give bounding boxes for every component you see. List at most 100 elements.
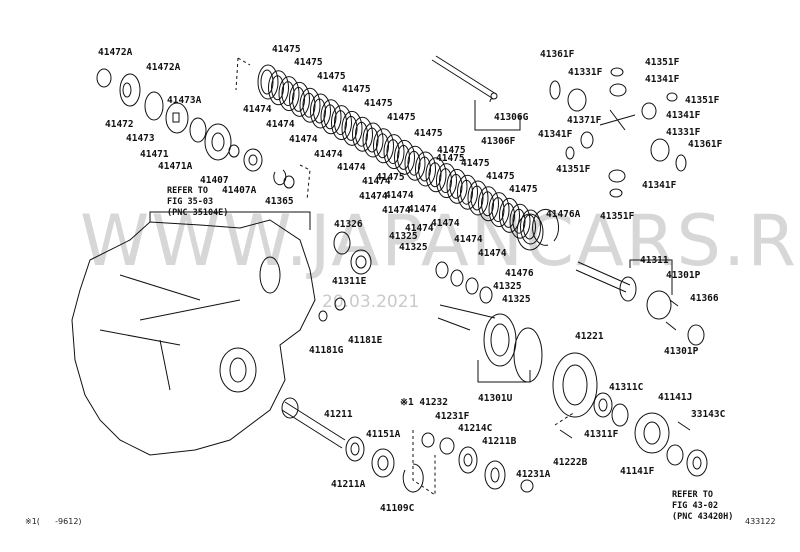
part-label-41474: 41474 xyxy=(382,205,411,216)
gear-41341f-bottom xyxy=(608,169,626,183)
part-label-41474: 41474 xyxy=(431,218,460,229)
part-label-41325: 41325 xyxy=(502,294,531,305)
clutch-plate xyxy=(404,145,426,181)
part-label-41311e: 41311E xyxy=(332,276,367,287)
part-label-41301p: 41301P xyxy=(666,270,701,281)
o-ring-41473a xyxy=(189,117,207,143)
clutch-plate-inner xyxy=(386,139,400,165)
part-label-41475: 41475 xyxy=(509,184,538,195)
part-label-41474: 41474 xyxy=(266,119,295,130)
clutch-plate-inner xyxy=(428,162,442,188)
part-label-41473: 41473 xyxy=(126,133,155,144)
part-label-41475: 41475 xyxy=(272,44,301,55)
o-ring-41472a xyxy=(144,91,164,121)
washer-41351f-right xyxy=(666,92,678,102)
part-label-41351f: 41351F xyxy=(600,211,635,222)
part-label-41471a: 41471A xyxy=(158,161,193,172)
part-label-41151a: 41151A xyxy=(366,429,401,440)
piston-41473 xyxy=(165,102,189,134)
bearing-41211a xyxy=(345,436,365,462)
clutch-plate-inner xyxy=(365,127,379,153)
part-label-41361f: 41361F xyxy=(688,139,723,150)
washer-41351f-left xyxy=(565,146,575,160)
shim-41325-a xyxy=(435,261,449,279)
gear-41341f-left xyxy=(580,131,594,149)
clutch-disc xyxy=(331,105,352,141)
clutch-disc xyxy=(289,81,310,117)
part-label-41474: 41474 xyxy=(385,190,414,201)
watermark: WWW.JAPANCARS.RU xyxy=(80,200,800,282)
part-label-41475: 41475 xyxy=(376,172,405,183)
snap-ring-41109c xyxy=(402,463,424,493)
shim-41325-c xyxy=(465,277,479,295)
part-label-33143c: 33143C xyxy=(691,409,726,420)
part-label-41141j: 41141J xyxy=(658,392,693,403)
bearing-race-41326 xyxy=(333,231,351,255)
part-label-41472a: 41472A xyxy=(98,47,133,58)
part-label-41331f: 41331F xyxy=(666,127,701,138)
seal-41311c xyxy=(611,403,629,427)
part-label-41475: 41475 xyxy=(486,171,515,182)
clutch-disc xyxy=(394,139,415,175)
part-label-41221: 41221 xyxy=(575,331,604,342)
part-label-41141f: 41141F xyxy=(620,466,655,477)
clutch-plate-inner xyxy=(502,202,515,228)
flange-41476 xyxy=(516,213,544,251)
clutch-plate-inner xyxy=(260,69,274,95)
clutch-disc xyxy=(499,197,520,233)
clutch-plate-inner xyxy=(334,110,347,136)
bearing-41311f xyxy=(593,392,613,418)
clutch-plate xyxy=(278,76,300,112)
bushing-41231f xyxy=(439,437,455,455)
part-label-41326: 41326 xyxy=(334,219,363,230)
part-label-41181g: 41181G xyxy=(309,345,344,356)
washer-41365 xyxy=(283,175,295,189)
part-label-41232: ※1 41232 xyxy=(400,397,448,408)
clutch-disc xyxy=(415,151,436,187)
clutch-plate-inner xyxy=(323,104,337,130)
part-label-41351f: 41351F xyxy=(685,95,720,106)
bearing-41211b xyxy=(484,460,506,490)
bearing-refer-43-02 xyxy=(686,449,708,477)
bolt-41301p-lower xyxy=(665,321,677,331)
shim-41325-d xyxy=(479,286,493,304)
part-label-41325: 41325 xyxy=(399,242,428,253)
clutch-plate-inner xyxy=(292,86,305,112)
part-label-41474: 41474 xyxy=(408,204,437,215)
part-label-41306f: 41306F xyxy=(481,136,516,147)
part-label-41371f: 41371F xyxy=(567,115,602,126)
clutch-disc xyxy=(373,128,394,164)
clutch-plate-inner xyxy=(281,81,295,107)
nut-41231a xyxy=(520,479,534,493)
part-label-41476: 41476 xyxy=(505,268,534,279)
part-label-41366: 41366 xyxy=(690,293,719,304)
part-label-41325: 41325 xyxy=(389,231,418,242)
footnote: ※1( -9612) xyxy=(25,517,82,526)
bracket-41306f xyxy=(474,100,521,131)
clutch-plate-inner xyxy=(376,133,389,159)
clutch-plate-inner xyxy=(512,208,526,234)
ring-41471a xyxy=(228,144,240,158)
bolt-41222b xyxy=(559,429,573,439)
part-label-41311f: 41311F xyxy=(584,429,619,440)
part-label-41222b: 41222B xyxy=(553,457,588,468)
bearing-41471 xyxy=(204,123,232,161)
clutch-plate xyxy=(446,168,468,204)
clutch-plate xyxy=(488,192,510,228)
part-label-41471: 41471 xyxy=(140,149,169,160)
clutch-plate-inner xyxy=(302,92,316,118)
retainer-41141f xyxy=(634,412,670,454)
bolt-41301p-upper xyxy=(669,299,679,307)
part-label-41351f: 41351F xyxy=(645,57,680,68)
part-label-41311: 41311 xyxy=(640,255,669,266)
ring-gear-41221 xyxy=(552,352,598,418)
part-label-41475: 41475 xyxy=(414,128,443,139)
washer-41351f-top xyxy=(610,67,624,77)
refer-note-fig-43-02: REFER TO FIG 43-02 (PNC 43420H) xyxy=(672,490,734,522)
clutch-plate-inner xyxy=(313,98,326,124)
part-label-41325: 41325 xyxy=(493,281,522,292)
pin-41306g xyxy=(489,98,494,103)
clutch-plate xyxy=(383,134,405,170)
clutch-disc xyxy=(268,70,289,106)
